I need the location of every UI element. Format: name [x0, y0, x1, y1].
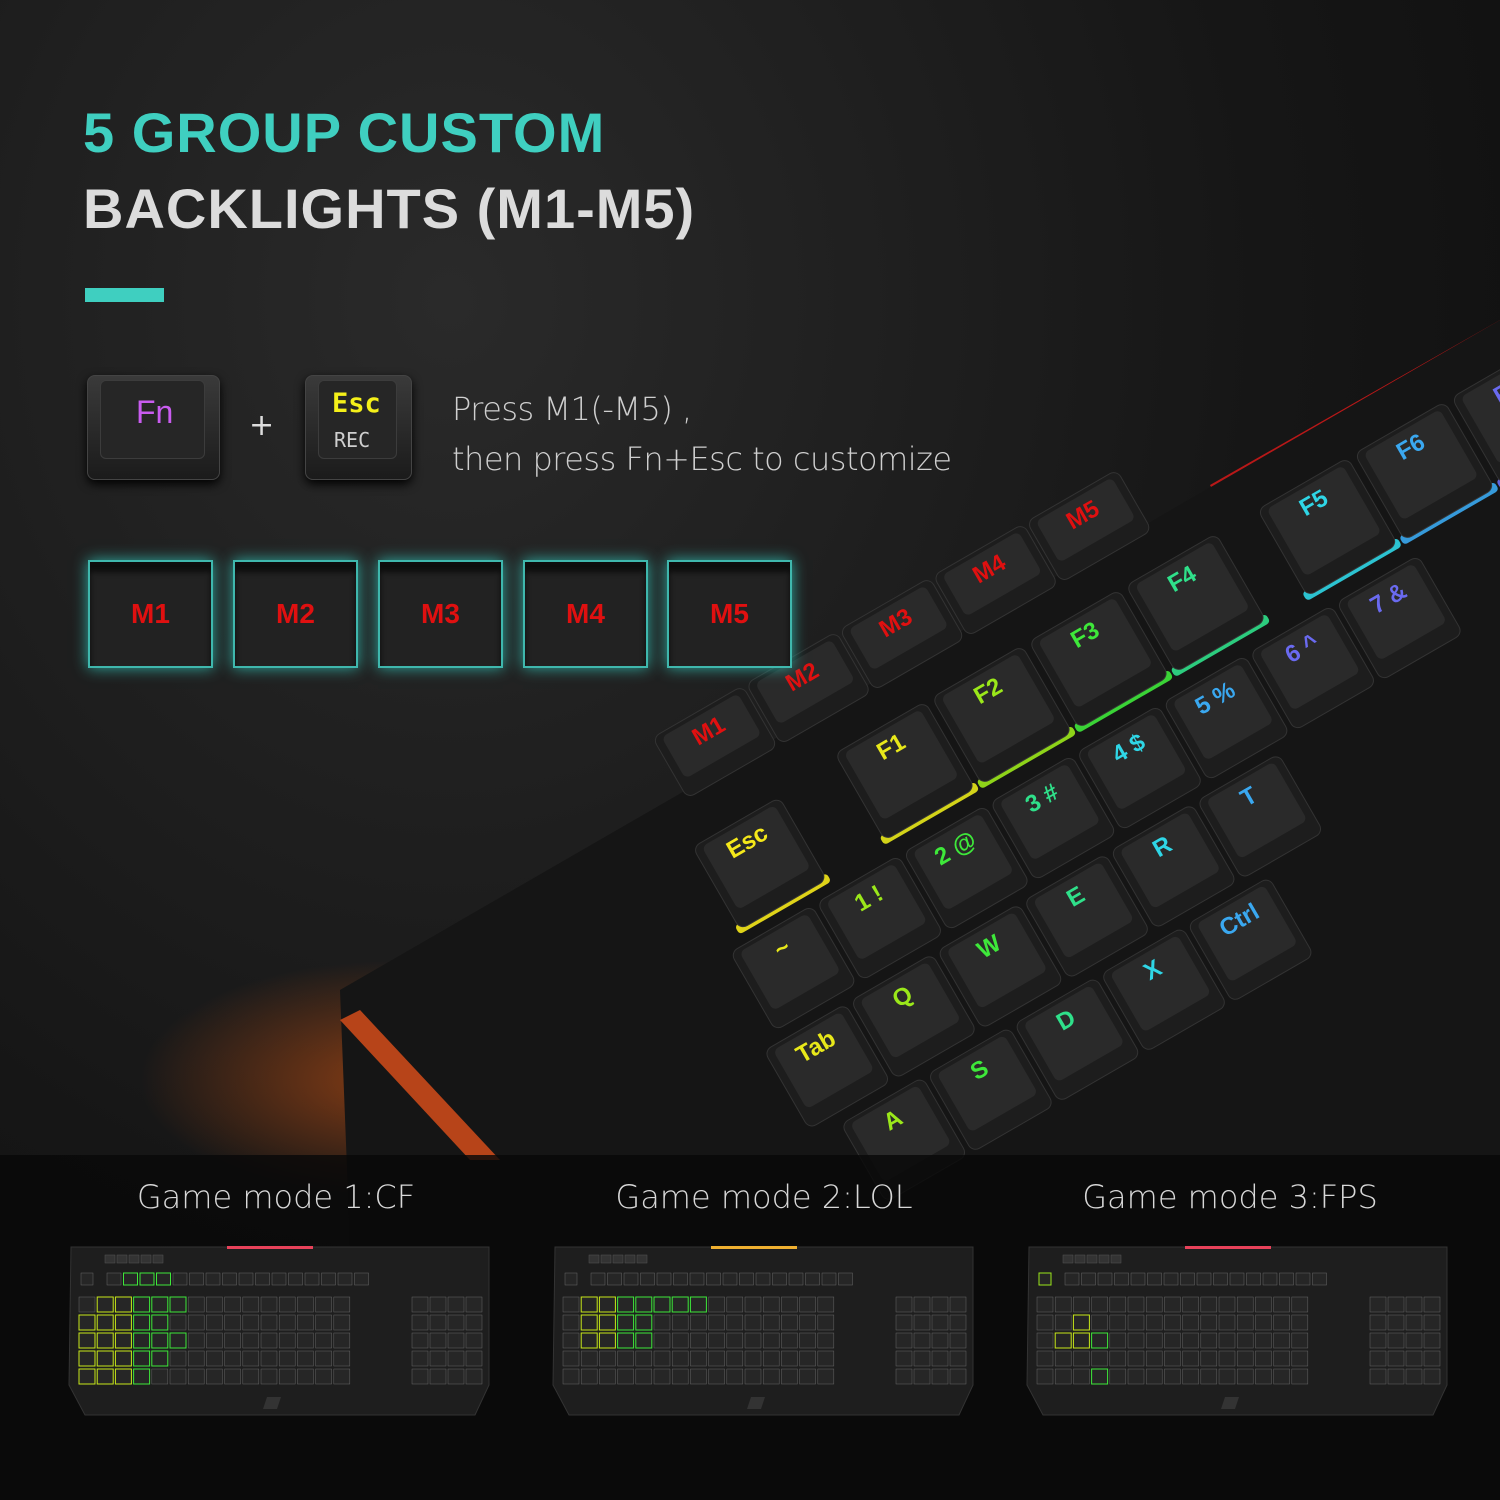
photo-letter-key-9: X: [1103, 929, 1225, 1050]
photo-letter-key-8: D: [1016, 979, 1139, 1100]
photo-macro-key-3: M3: [841, 580, 963, 688]
photo-macro-key-4: M4: [935, 526, 1056, 634]
photo-letter-key-1: Q: [853, 956, 975, 1077]
photo-number-key-1: 1 !: [819, 858, 941, 979]
photo-letter-key-5: T: [1199, 756, 1322, 877]
game-mode-2-label: Game mode 2:LOL: [615, 1178, 913, 1216]
photo-macro-key-1: M1: [654, 688, 776, 796]
photo-number-key-7: 7 &: [1339, 558, 1461, 679]
macro-key-m4: M4: [523, 560, 648, 668]
game-mode-1-label: Game mode 1:CF: [136, 1178, 416, 1216]
lightbar: [711, 1246, 797, 1249]
photo-letter-key-0: Tab: [766, 1006, 889, 1127]
photo-macro-key-5: M5: [1029, 472, 1150, 580]
game-mode-3-keyboard: [1026, 1246, 1448, 1416]
instruction-line-2: then press Fn+Esc to customize: [452, 440, 952, 478]
esc-key: Esc REC: [305, 375, 412, 480]
accent-bar: [85, 288, 164, 302]
photo-macro-key-2: M2: [748, 634, 869, 742]
photo-function-key-4: F4: [1128, 536, 1270, 676]
rec-label: REC: [334, 428, 371, 452]
game-mode-2-keyboard: [552, 1246, 974, 1416]
photo-letter-key-7: S: [930, 1029, 1052, 1150]
esc-key-label: Esc: [332, 388, 381, 419]
photo-number-key-0: ~: [732, 908, 855, 1029]
photo-number-key-3: 3 #: [992, 758, 1115, 879]
headline-line-1: 5 GROUP CUSTOM: [83, 101, 606, 164]
game-mode-3-label: Game mode 3:FPS: [1082, 1178, 1378, 1216]
lightbar: [1185, 1246, 1271, 1249]
photo-esc-key: Esc: [695, 799, 830, 934]
photo-letter-key-2: W: [939, 906, 1062, 1027]
macro-key-m1: M1: [88, 560, 213, 668]
fn-key: Fn: [87, 375, 220, 480]
macro-key-m2: M2: [233, 560, 358, 668]
photo-number-key-2: 2 @: [905, 808, 1028, 929]
photo-number-key-5: 5 %: [1165, 658, 1288, 779]
photo-function-key-6: F6: [1356, 404, 1498, 544]
photo-function-key-1: F1: [837, 704, 979, 844]
photo-function-key-7-label: F7: [1489, 372, 1500, 409]
photo-number-key-6: 6 ^: [1252, 608, 1374, 729]
plus-sign: +: [249, 408, 275, 443]
photo-letter-key-3: E: [1026, 856, 1148, 977]
photo-function-key-5: F5: [1259, 460, 1401, 600]
instruction-line-1: Press M1(-M5) ,: [452, 390, 692, 428]
macro-key-m5: M5: [667, 560, 792, 668]
photo-letter-key-10: Ctrl: [1189, 879, 1312, 1000]
photo-function-key-3: F3: [1031, 592, 1173, 732]
macro-key-m3: M3: [378, 560, 503, 668]
lightbar: [227, 1246, 313, 1249]
photo-number-key-4: 4 $: [1079, 708, 1201, 829]
photo-letter-key-4: R: [1112, 806, 1235, 927]
headline-line-2: BACKLIGHTS (M1-M5): [83, 177, 696, 240]
photo-function-key-7: F7: [1453, 348, 1500, 488]
photo-function-key-2: F2: [934, 648, 1076, 788]
fn-key-label: Fn: [136, 394, 174, 430]
game-mode-1-keyboard: [68, 1246, 490, 1416]
